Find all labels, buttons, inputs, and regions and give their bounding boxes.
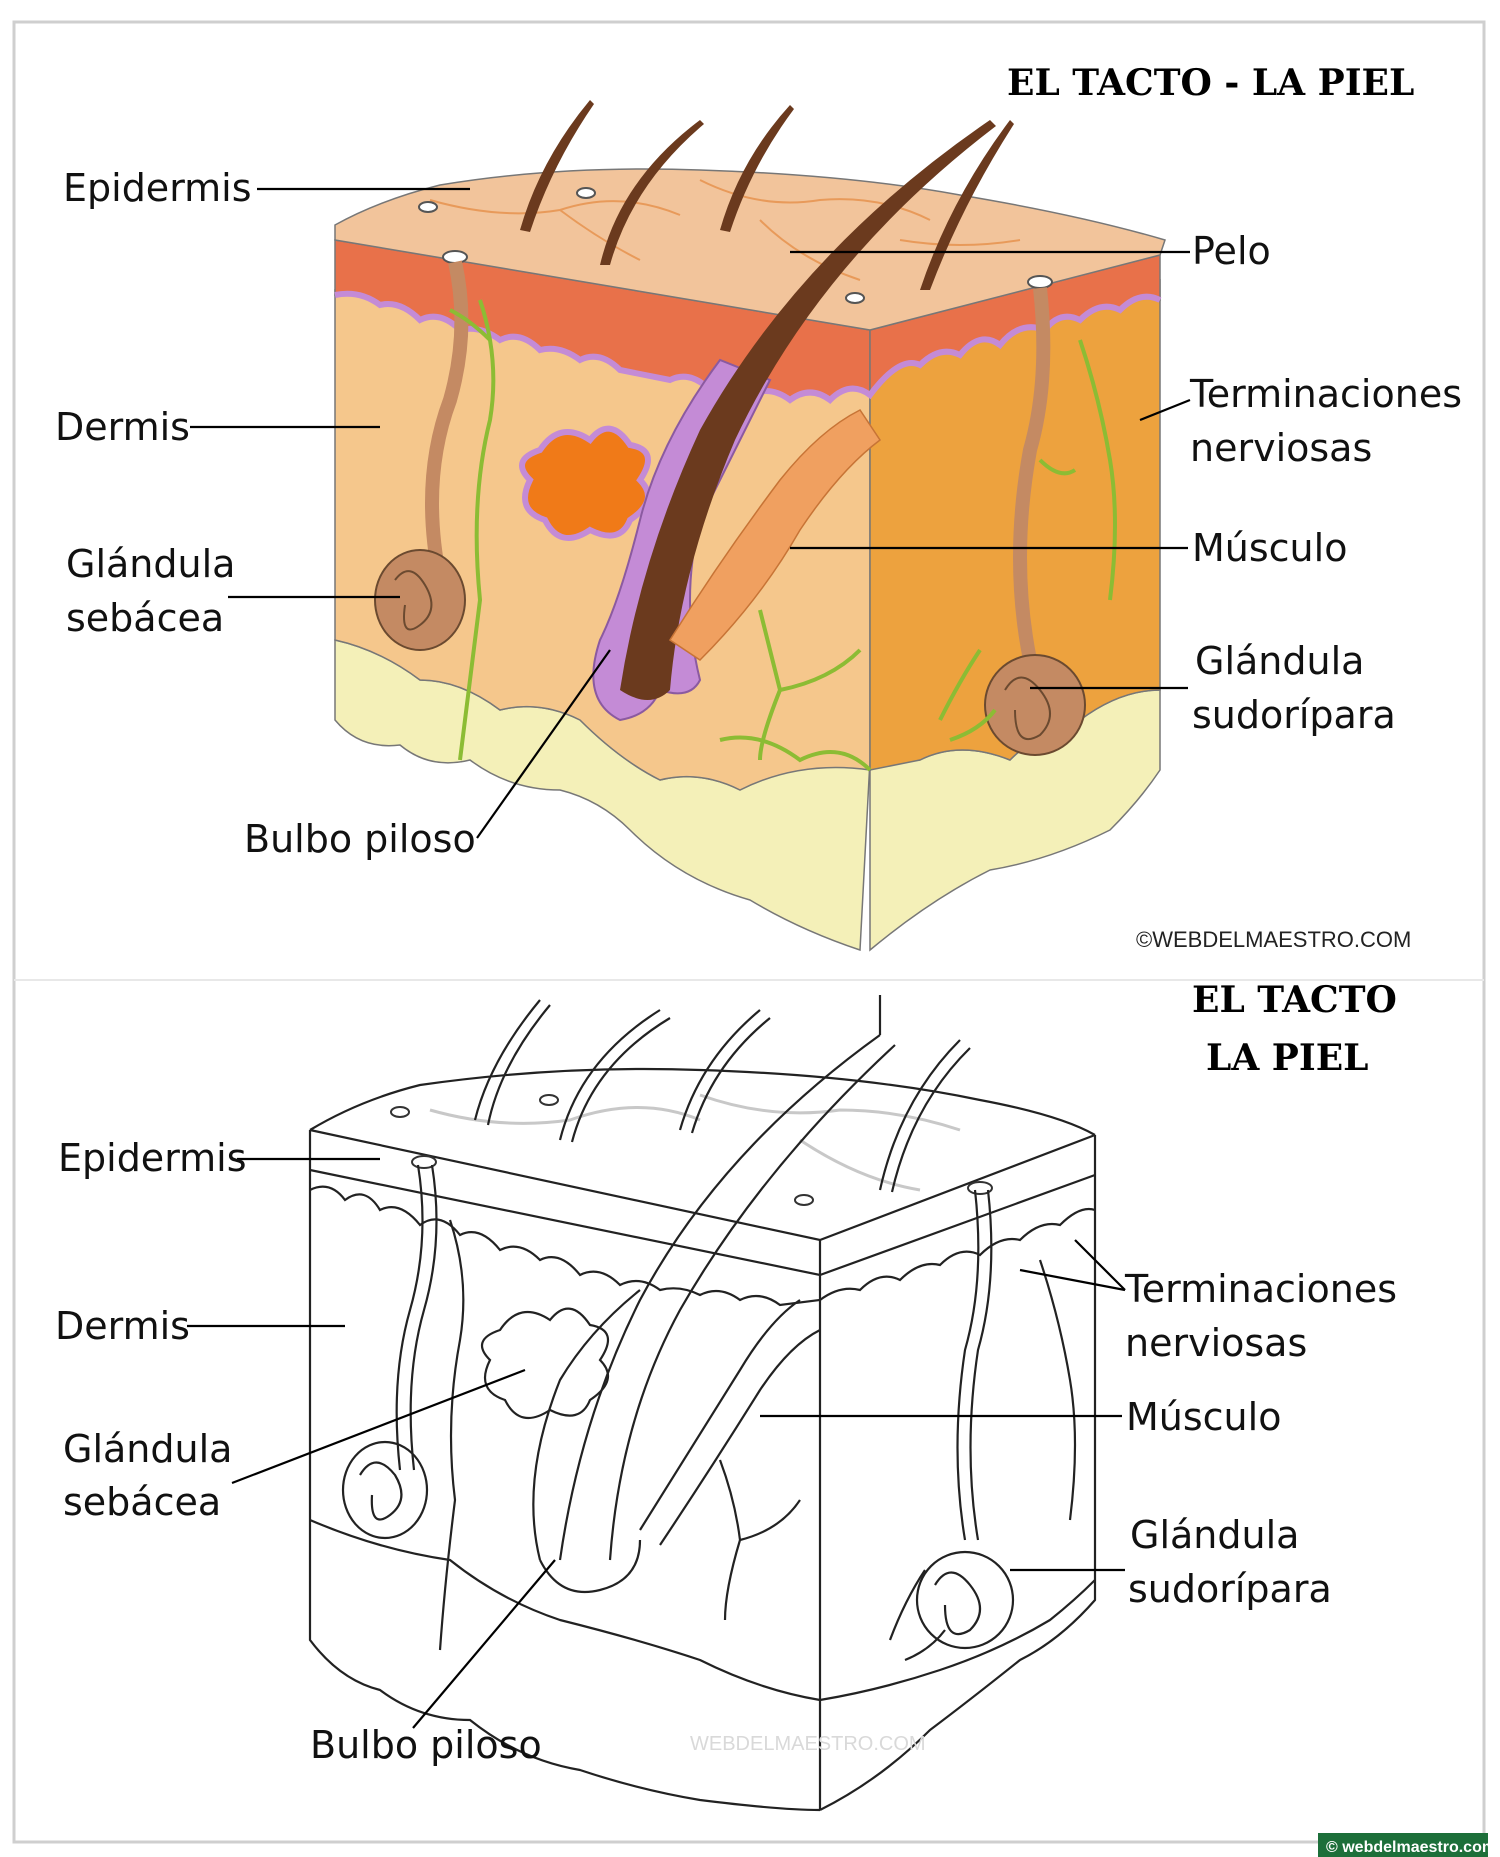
outline-creases xyxy=(429,1093,961,1192)
sebaceous-lobe xyxy=(519,425,651,541)
outline-label-sudoripara-1: Glándula xyxy=(1130,1513,1299,1557)
nerve-endings xyxy=(449,299,1117,772)
label-sebacea-2: sebácea xyxy=(66,596,224,640)
page-frame xyxy=(12,20,1486,1844)
colored-copyright: ©WEBDELMAESTRO.COM xyxy=(1136,927,1411,952)
label-epidermis: Epidermis xyxy=(63,166,252,210)
colored-skin-block xyxy=(334,100,1166,952)
short-hairs xyxy=(520,100,1014,290)
outline-title-1: EL TACTO xyxy=(1192,979,1397,1021)
label-terminaciones-1: Terminaciones xyxy=(1189,372,1462,416)
outline-label-terminaciones-2: nerviosas xyxy=(1125,1321,1307,1365)
outline-nerves xyxy=(438,1219,1077,1662)
outline-label-dermis: Dermis xyxy=(55,1304,190,1348)
sweat-duct-right xyxy=(1013,287,1051,662)
coiled-gland-left xyxy=(374,549,466,651)
coiled-gland-right xyxy=(984,654,1086,756)
outline-label-sebacea-2: sebácea xyxy=(63,1480,221,1524)
label-sudoripara-1: Glándula xyxy=(1195,639,1364,683)
outline-skin-block xyxy=(308,995,1097,1812)
outline-label-sudoripara-2: sudorípara xyxy=(1128,1567,1332,1611)
label-musculo: Músculo xyxy=(1192,526,1347,570)
outline-labels: EL TACTO LA PIEL Epidermis Dermis Termin… xyxy=(55,979,1397,1767)
outline-hairs xyxy=(473,995,971,1193)
outline-label-epidermis: Epidermis xyxy=(58,1136,247,1180)
outline-label-bulbo: Bulbo piloso xyxy=(310,1723,542,1767)
main-hair xyxy=(620,120,996,700)
arrector-muscle xyxy=(668,409,882,661)
outline-watermark: WEBDELMAESTRO.COM xyxy=(690,1733,926,1755)
outline-gland-right xyxy=(915,1550,1015,1650)
colored-title: EL TACTO - LA PIEL xyxy=(1007,62,1414,104)
label-pelo: Pelo xyxy=(1192,229,1271,273)
footer-url: © webdelmaestro.com xyxy=(1326,1839,1496,1856)
outline-gland-left xyxy=(341,1440,429,1540)
colored-labels: EL TACTO - LA PIEL Epidermis Pelo Dermis… xyxy=(55,62,1462,952)
outline-label-terminaciones-1: Terminaciones xyxy=(1124,1267,1397,1311)
outline-title-2: LA PIEL xyxy=(1206,1037,1368,1079)
sweat-duct-left xyxy=(425,260,469,582)
outline-label-sebacea-1: Glándula xyxy=(63,1427,232,1471)
label-dermis: Dermis xyxy=(55,405,190,449)
label-sebacea-1: Glándula xyxy=(66,542,235,586)
label-sudoripara-2: sudorípara xyxy=(1192,693,1396,737)
label-terminaciones-2: nerviosas xyxy=(1190,426,1372,470)
outline-label-musculo: Músculo xyxy=(1126,1395,1281,1439)
outline-pores xyxy=(390,1094,993,1206)
footer-strip xyxy=(1318,1833,1488,1857)
label-bulbo: Bulbo piloso xyxy=(244,817,476,861)
